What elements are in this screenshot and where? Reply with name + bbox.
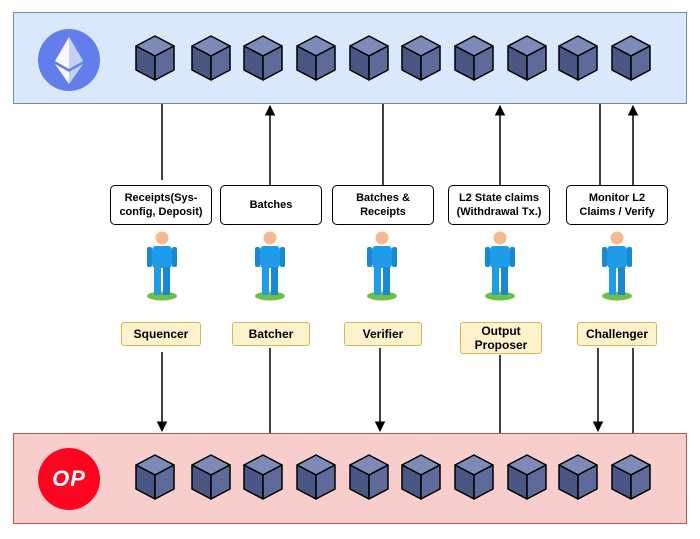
l1-block-icon bbox=[453, 34, 495, 82]
l1-block-icon bbox=[242, 34, 284, 82]
l2-block-icon bbox=[295, 453, 337, 501]
l2-block-icon bbox=[190, 453, 232, 501]
person-icon bbox=[142, 230, 182, 302]
person-icon bbox=[597, 230, 637, 302]
label-batches-receipts: Batches &Receipts bbox=[332, 185, 434, 225]
l2-block-icon bbox=[134, 453, 176, 501]
optimism-logo: OP bbox=[38, 448, 100, 510]
person-icon bbox=[250, 230, 290, 302]
person-icon bbox=[480, 230, 520, 302]
person-icon bbox=[362, 230, 402, 302]
l2-block-icon bbox=[610, 453, 652, 501]
l1-block-icon bbox=[610, 34, 652, 82]
role-verifier: Verifier bbox=[344, 322, 422, 346]
label-receipts: Receipts(Sys-config, Deposit) bbox=[110, 185, 212, 225]
l2-block-icon bbox=[400, 453, 442, 501]
label-state-claims: L2 State claims(Withdrawal Tx.) bbox=[448, 185, 550, 225]
l1-block-icon bbox=[557, 34, 599, 82]
label-batches: Batches bbox=[220, 185, 322, 225]
role-challenger: Challenger bbox=[577, 322, 657, 346]
l1-block-icon bbox=[190, 34, 232, 82]
l2-block-icon bbox=[453, 453, 495, 501]
l2-block-icon bbox=[557, 453, 599, 501]
l2-block-icon bbox=[242, 453, 284, 501]
l1-block-icon bbox=[134, 34, 176, 82]
role-batcher: Batcher bbox=[232, 322, 310, 346]
role-squencer: Squencer bbox=[121, 322, 201, 346]
l2-block-icon bbox=[506, 453, 548, 501]
ethereum-logo-icon bbox=[38, 29, 100, 91]
l1-block-icon bbox=[506, 34, 548, 82]
l2-block-icon bbox=[348, 453, 390, 501]
l1-block-icon bbox=[400, 34, 442, 82]
l1-block-icon bbox=[348, 34, 390, 82]
l1-block-icon bbox=[295, 34, 337, 82]
